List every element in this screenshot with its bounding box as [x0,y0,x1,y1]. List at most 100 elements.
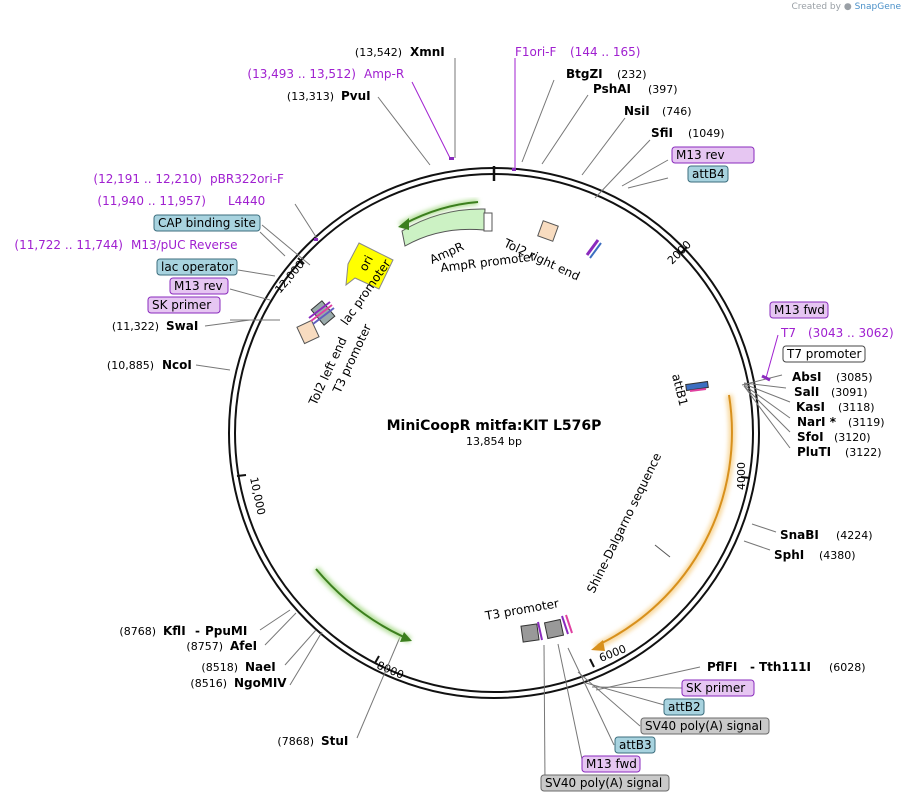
site-pos-naei: (8518) [201,661,238,674]
primer-name-f1ori: F1ori-F [515,45,556,59]
box-cap-binding: CAP binding site [153,214,261,232]
site-name-naei: NaeI [245,660,276,674]
site-pos-ncoi: (10,885) [107,359,154,372]
shine-dalgarno-label: Shine-Dalgarno sequence [584,451,664,596]
site-name-pflfi: PflFI [707,660,737,674]
primer-line-t7 [765,334,779,379]
box-attb3: attB3 [614,736,656,754]
tick-2000 [680,246,688,254]
site-name-ngomiv: NgoMIV [234,676,287,690]
site-pos-kasi: (3118) [838,401,875,414]
tick-4000 [740,476,751,479]
site-name-sfoi: SfoI [797,430,824,444]
box-text-attb4: attB4 [692,167,725,181]
box-lac-operator: lac operator [156,258,238,276]
site-name2-tth111i: Tth111I [759,660,811,674]
primer-range-f1ori: (144 .. 165) [570,45,640,59]
site-name-nsii: NsiI [624,104,650,118]
site-name-kfli: KflI [163,624,186,638]
box-sk-primer-left: SK primer [147,296,221,314]
box-sv40-1: SV40 poly(A) signal [640,717,770,735]
site-pos-xmni: (13,542) [355,46,402,59]
feature-green-arrow-top [403,201,479,225]
primer-range-pbr322: (12,191 .. 12,210) [93,172,202,186]
site-name-pluti: PluTI [797,445,831,459]
site-name-pvui: PvuI [341,89,371,103]
box-text-sk-primer-bottom: SK primer [686,681,745,695]
site-pos-pshai: (397) [648,83,678,96]
primer-line-ampr [411,81,451,159]
tick-label-4000: 4000 [735,462,748,490]
feature-amp-arrow [401,208,493,247]
primer-marks [314,157,516,241]
site-pos-sfii: (1049) [688,127,725,140]
box-m13fwd-bottom: M13 fwd [581,755,641,773]
t3-promoter-bottom-label: T3 promoter [483,596,560,623]
site-pos-swai: (11,322) [112,320,159,333]
site-name-xmni: XmnI [410,45,445,59]
box-text-m13rev-left: M13 rev [174,279,223,293]
plasmid-name: MiniCoopR mitfa:KIT L576P [387,418,602,434]
restriction-sites: (13,542) XmnI (13,313) PvuI BtgZI (232) … [107,45,885,748]
box-text-m13fwd-right: M13 fwd [774,303,825,317]
site-pos-kfli: (8768) [119,625,156,638]
site-pos-stui: (7868) [277,735,314,748]
box-t7-promoter: T7 promoter [782,345,866,363]
box-sk-primer-bottom: SK primer [681,679,755,697]
site-pos-sfoi: (3120) [834,431,871,444]
site-pos-pluti: (3122) [845,446,882,459]
feature-green-arc-glow [313,566,412,644]
primer-name-l4440: L4440 [228,194,265,208]
site-pos-pvui: (13,313) [287,90,334,103]
site-pos-sphi: (4380) [819,549,856,562]
primer-labels: F1ori-F (144 .. 165) (13,493 .. 13,512) … [14,45,893,340]
primer-range-ampr: (13,493 .. 13,512) [247,67,356,81]
orange-arrowhead [591,640,605,651]
box-text-sv40-1: SV40 poly(A) signal [645,719,762,733]
box-m13fwd-right: M13 fwd [769,301,829,319]
box-m13rev-top: M13 rev [671,146,755,164]
leader-lines [195,58,791,783]
plasmid-size: 13,854 bp [466,435,522,448]
box-text-m13fwd-bottom: M13 fwd [586,757,637,771]
box-text-m13rev-top: M13 rev [676,148,725,162]
tick-10000 [236,474,247,477]
box-text-sk-primer-left: SK primer [152,298,211,312]
box-attb2: attB2 [663,698,705,716]
box-m13rev-left: M13 rev [169,277,229,295]
site-pos-pflfi: (6028) [829,661,866,674]
site-name-absi: AbsI [792,370,821,384]
site-pos-btgzi: (232) [617,68,647,81]
tol2-right-box [537,220,559,242]
tick-8000 [374,655,380,664]
tol2-left-box [296,319,320,345]
snapgene-logo-icon: ● [843,2,852,12]
box-text-attb2: attB2 [668,700,701,714]
primer-name-pbr322: pBR322ori-F [210,172,284,186]
attb1-label: attB1 [669,372,690,407]
site-pos-nsii: (746) [662,105,692,118]
site-name-kasi: KasI [796,400,825,414]
site-name-sali: SalI [794,385,819,399]
box-sv40-2: SV40 poly(A) signal [540,774,670,792]
credit-prefix: Created by [791,2,841,12]
green-arrowhead-top [398,218,409,230]
snapgene-credit: Created by ● SnapGene [791,2,901,12]
credit-brand: SnapGene [854,2,901,12]
site-pos-snabi: (4224) [836,529,873,542]
boxed-labels: M13 rev attB4 CAP binding site lac opera… [147,146,866,792]
green-arrowhead-bottom [400,632,412,642]
site-name-stui: StuI [321,734,348,748]
feature-orange-arrow [597,394,733,646]
site-name-ncoi: NcoI [162,358,192,372]
tick-6000 [589,658,595,668]
box-text-lac-operator: lac operator [161,260,234,274]
site-pos-absi: (3085) [836,371,873,384]
ori-label: ori [356,253,376,273]
tick-12000 [297,257,305,265]
primer-name-t7: T7 [780,326,796,340]
tick-label-8000: 8000 [375,659,406,682]
site-name-swai: SwaI [166,319,198,333]
site-name-nari: NarI * [797,415,837,429]
